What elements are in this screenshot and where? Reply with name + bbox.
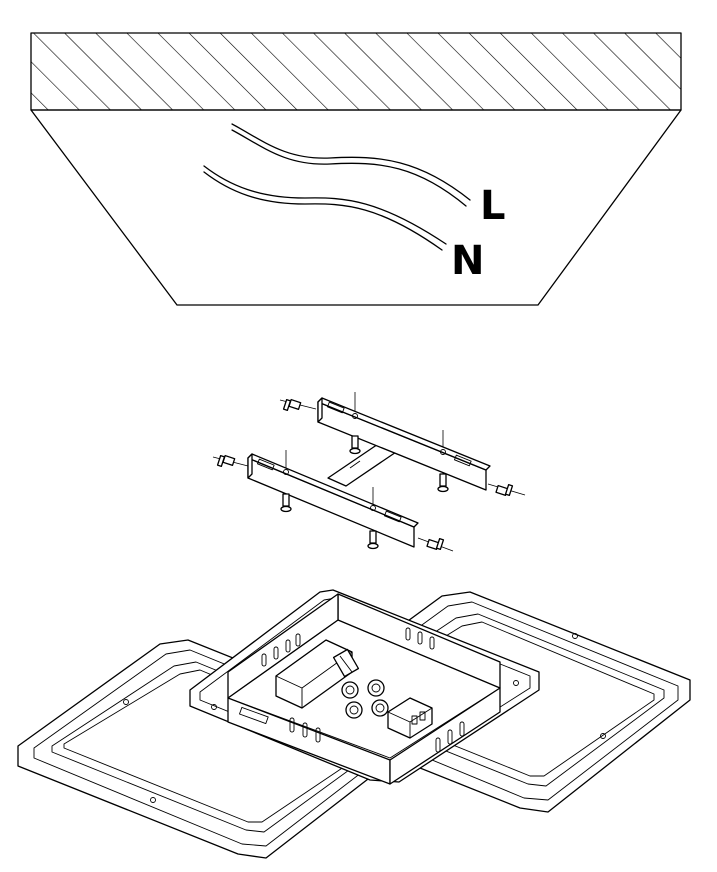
led-driver <box>275 639 360 709</box>
bracket-screw-icon <box>437 473 449 493</box>
live-wire-label: L <box>480 183 506 229</box>
ceiling-recess <box>30 109 682 306</box>
cable-grommet-icon <box>341 681 359 699</box>
bracket-screw-icon <box>280 493 292 513</box>
cable-grommet-icon <box>345 701 363 719</box>
cable-grommet-icon <box>371 699 389 717</box>
mounting-bracket <box>212 392 526 552</box>
bracket-screw-icon <box>367 530 379 550</box>
cable-grommet-icon <box>367 679 385 697</box>
bracket-screw-icon <box>349 435 361 455</box>
bracket-screw-icon <box>426 537 445 551</box>
driver-housing <box>227 593 501 785</box>
bracket-screw-icon <box>282 398 302 412</box>
neutral-wire-label: N <box>451 238 484 284</box>
live-wire <box>231 123 471 207</box>
bracket-screw-icon <box>216 454 236 468</box>
neutral-wire <box>203 165 447 251</box>
terminal-block <box>387 697 433 739</box>
ceiling-slab <box>30 32 682 111</box>
bracket-screw-icon <box>495 483 514 497</box>
